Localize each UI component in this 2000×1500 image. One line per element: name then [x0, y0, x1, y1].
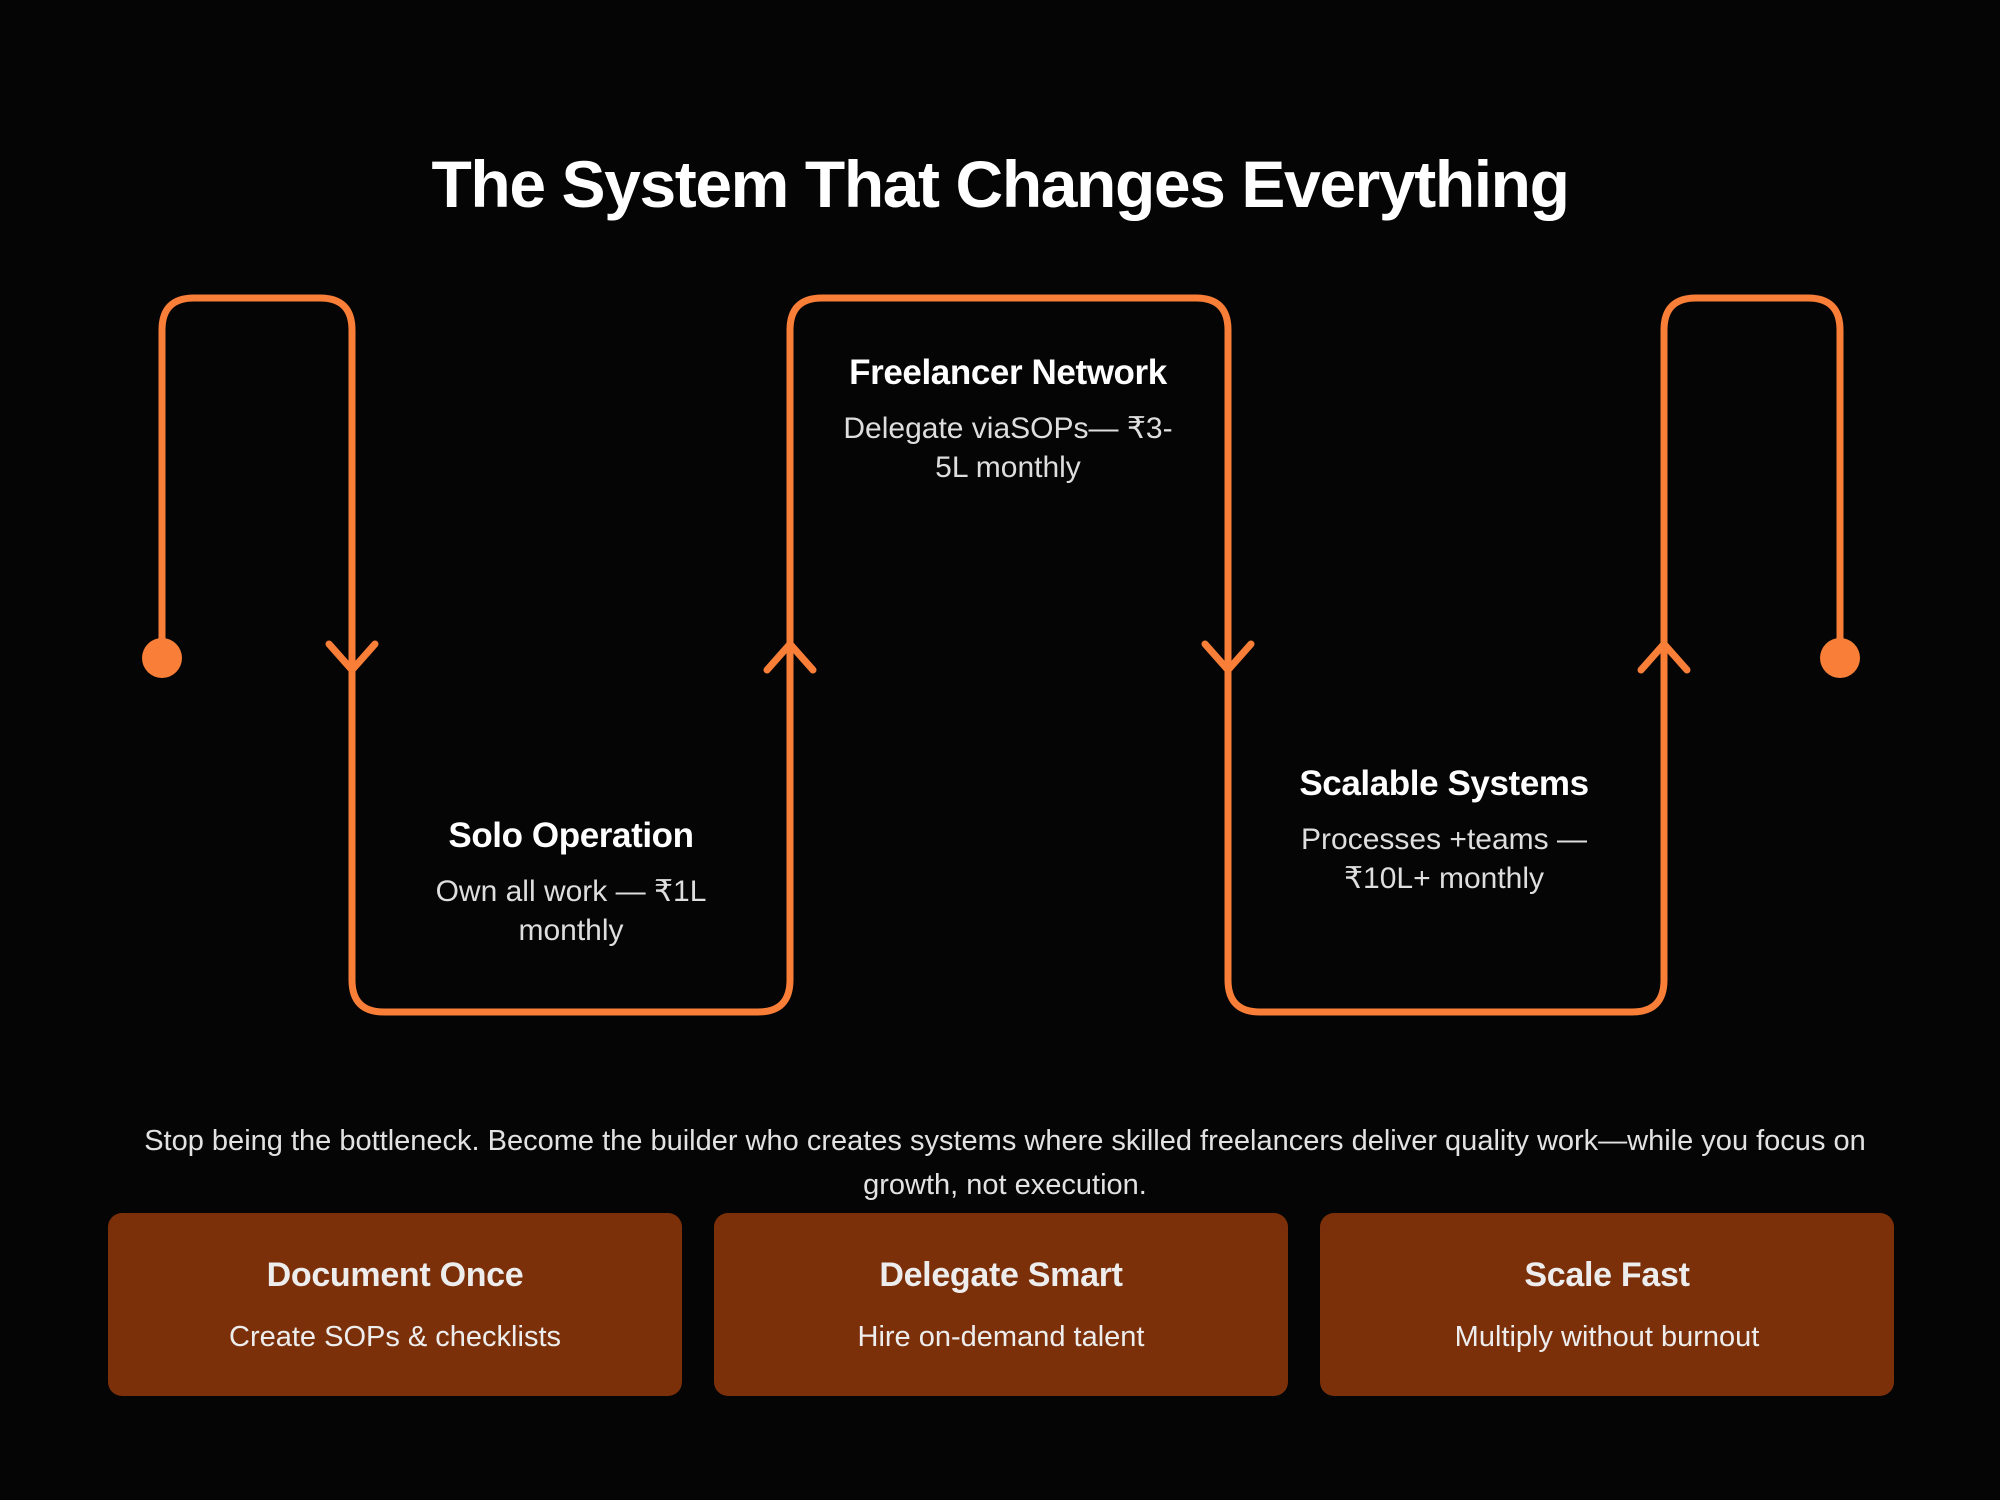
connector-start-to-solo: [158, 294, 356, 676]
flow-node-title: Solo Operation: [448, 816, 694, 855]
flow-node-title: Freelancer Network: [849, 353, 1167, 392]
flow-start-dot: [142, 638, 182, 678]
pillar-title: Document Once: [266, 1255, 524, 1294]
flow-node-description: Processes +teams — ₹10L+ monthly: [1301, 822, 1587, 896]
flow-node-description: Own all work — ₹1L monthly: [435, 874, 707, 948]
flow-node-freelancer-network: Freelancer Network Delegate viaSOPs— ₹3-…: [832, 352, 1184, 488]
page-title: The System That Changes Everything: [431, 147, 1569, 222]
pillar-card-document-once[interactable]: Document Once Create SOPs & checklists: [108, 1213, 682, 1396]
flow-node-title: Scalable Systems: [1299, 764, 1589, 803]
bracket-solo: [348, 668, 794, 1016]
flow-node-description: Delegate viaSOPs— ₹3-5L monthly: [843, 411, 1173, 485]
pillar-title: Delegate Smart: [879, 1255, 1123, 1294]
flow-node-scalable-systems: Scalable Systems Processes +teams — ₹10L…: [1268, 763, 1620, 899]
flow-node-solo-operation: Solo Operation Own all work — ₹1L monthl…: [395, 815, 747, 951]
bracket-scalable: [1224, 668, 1668, 1016]
pillar-subtitle: Hire on-demand talent: [857, 1320, 1145, 1353]
summary-caption: Stop being the bottleneck. Become the bu…: [144, 1125, 1866, 1202]
pillar-card-scale-fast[interactable]: Scale Fast Multiply without burnout: [1320, 1213, 1894, 1396]
pillar-subtitle: Create SOPs & checklists: [229, 1320, 561, 1353]
connector-scalable-to-end: [1660, 294, 1844, 676]
pillar-card-delegate-smart[interactable]: Delegate Smart Hire on-demand talent: [714, 1213, 1288, 1396]
bracket-freelancer: [786, 294, 1232, 676]
pillar-title: Scale Fast: [1524, 1255, 1690, 1294]
pillar-subtitle: Multiply without burnout: [1454, 1320, 1760, 1353]
pillar-card-row: Document Once Create SOPs & checklists D…: [108, 1213, 1894, 1396]
flow-connectors: [142, 294, 1860, 1016]
flow-end-dot: [1820, 638, 1860, 678]
